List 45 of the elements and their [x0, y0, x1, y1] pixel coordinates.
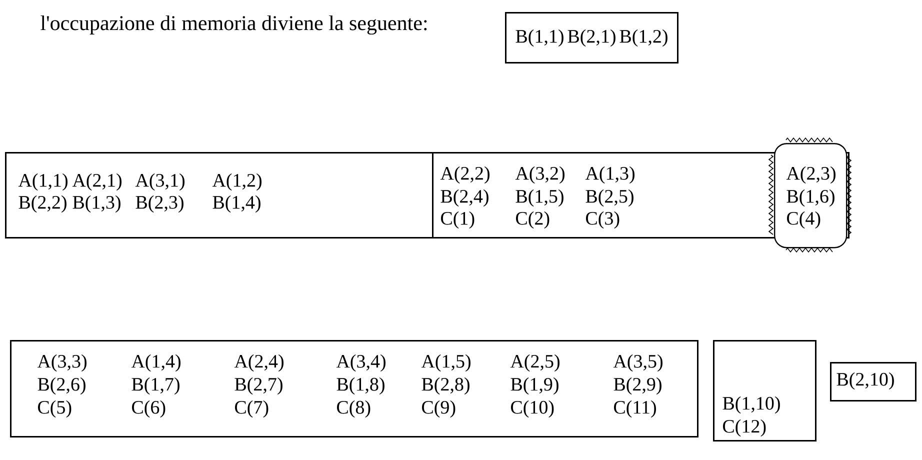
cell-label: A(1,1): [18, 173, 68, 191]
cell-label: A(1,4): [131, 354, 180, 372]
cell-label: B(2,6): [38, 377, 86, 395]
cell-label: C(8): [337, 400, 370, 418]
cell-label: B(1,2): [620, 29, 668, 47]
cell-label: A(1,2): [212, 173, 262, 191]
cell-label: B(2,4): [440, 189, 488, 207]
cell-label: B(1,9): [510, 377, 558, 395]
cell-label: B(1,4): [212, 195, 260, 213]
cell-label: C(5): [38, 400, 72, 418]
cell-label: C(3): [586, 211, 620, 229]
cell-label: A(1,5): [421, 354, 470, 372]
cell-label: C(2): [516, 211, 550, 229]
cell-label: A(3,2): [515, 166, 564, 184]
cell-label: B(2,1): [568, 29, 616, 47]
cell-label: B(2,3): [136, 195, 184, 213]
cell-label: B(2,10): [836, 372, 894, 390]
cell-label: A(3,4): [336, 354, 386, 372]
cell-label: A(2,2): [440, 166, 490, 184]
cell-label: A(2,4): [234, 354, 284, 372]
cell-label: B(1,7): [132, 377, 180, 395]
cell-label: B(1,1): [516, 29, 564, 47]
cell-label: A(2,5): [510, 354, 560, 372]
cell-label: A(3,1): [135, 173, 184, 191]
cell-label: C(9): [422, 400, 456, 418]
cell-label: B(2,9): [614, 377, 662, 395]
cell-label: A(1,3): [585, 166, 634, 184]
cell-label: B(1,5): [516, 189, 564, 207]
cell-label: C(1): [441, 211, 474, 229]
cell-label: B(1,10): [722, 396, 780, 414]
cell-label: A(2,1): [72, 173, 122, 191]
cell-label: B(1,3): [72, 195, 120, 213]
cell-label: C(10): [510, 400, 554, 418]
cell-label: B(2,5): [586, 189, 634, 207]
cell-label: B(2,8): [422, 377, 470, 395]
cell-label: C(12): [722, 419, 766, 437]
cell-label: B(2,2): [18, 195, 66, 213]
heading: l'occupazione di memoria diviene la seguente:: [40, 15, 427, 35]
cell-label: C(7): [235, 400, 268, 418]
cell-label: A(3,3): [37, 354, 86, 372]
cell-label: C(6): [132, 400, 166, 418]
cell-label: B(1,8): [336, 377, 384, 395]
cell-label: B(2,7): [234, 377, 282, 395]
cell-label: C(11): [614, 400, 656, 418]
cell-label: A(3,5): [613, 354, 662, 372]
